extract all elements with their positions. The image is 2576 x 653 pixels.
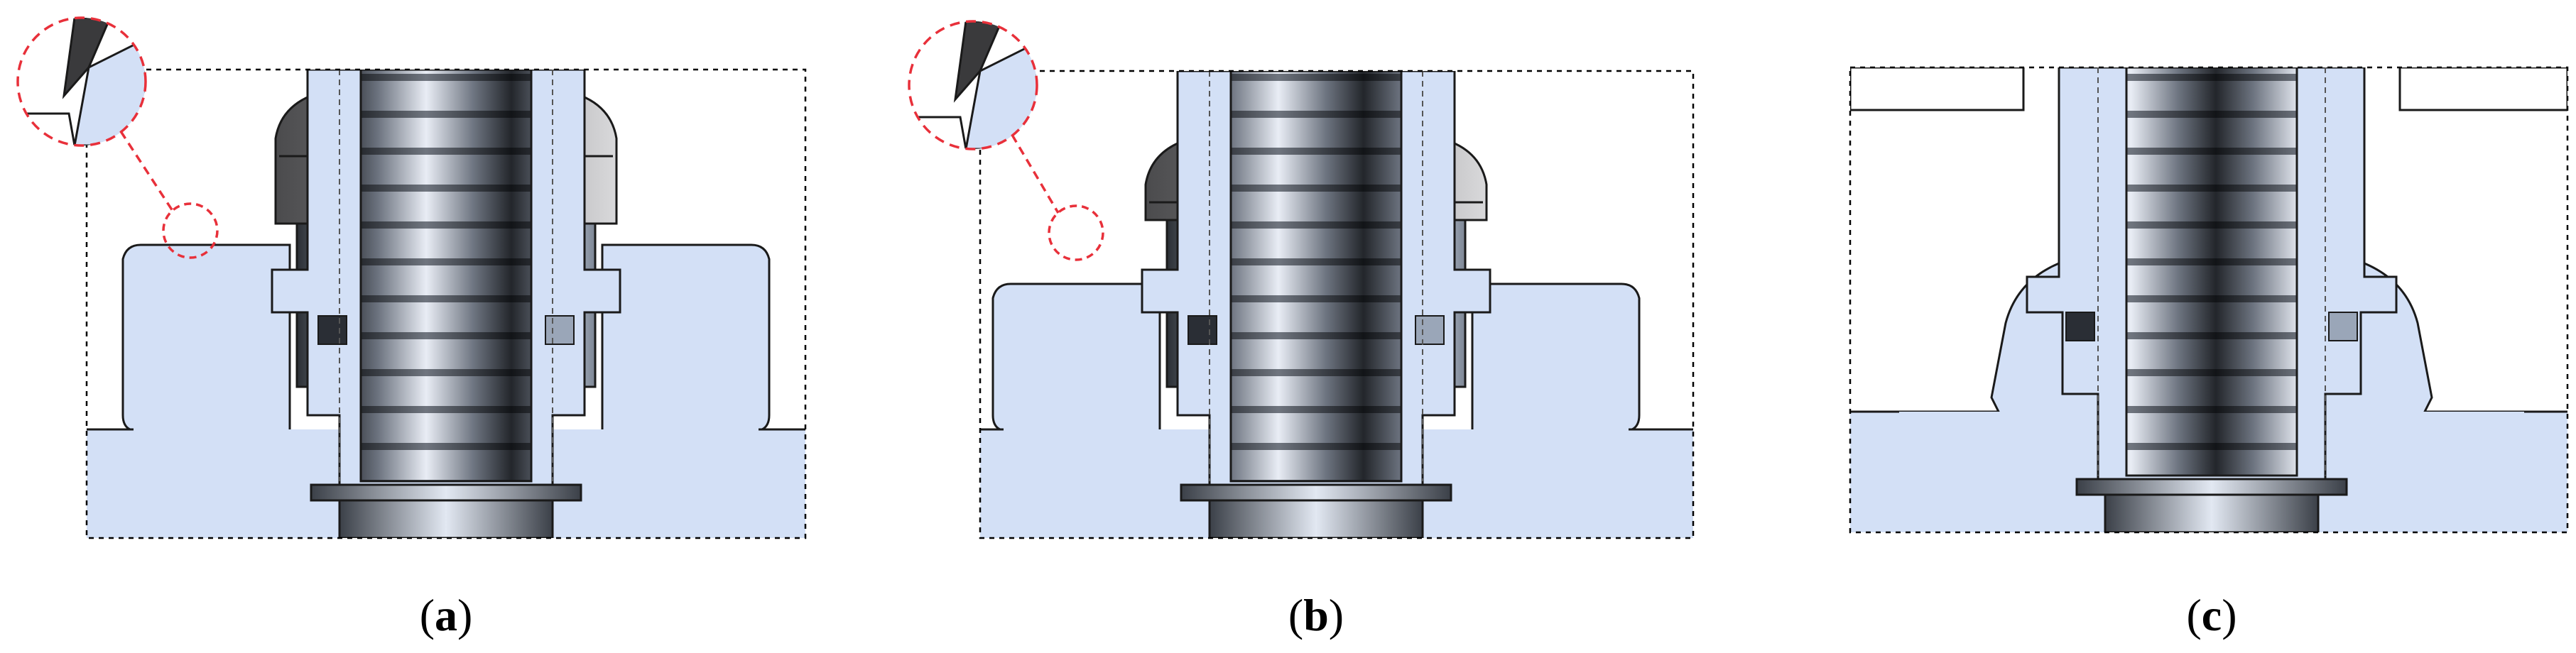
- detail-cap-edge: [62, 18, 112, 99]
- bottom-flange: [2075, 478, 2348, 496]
- frame-a: [85, 68, 807, 539]
- upper-block-right: [2398, 67, 2567, 111]
- cross-section-b: [980, 71, 1693, 538]
- detail-section: [73, 37, 146, 146]
- detail-zoom-circle: [16, 16, 147, 147]
- caption-c: (c): [2186, 590, 2237, 640]
- bottom-counterbore: [1208, 499, 1424, 538]
- panel-b: [908, 20, 1695, 539]
- threaded-bore: [359, 70, 533, 483]
- detail-zoom-b: [908, 20, 1038, 150]
- shoulder-left: [1188, 315, 1217, 345]
- shoulder-right: [545, 315, 575, 345]
- panel-c: [1849, 66, 2569, 534]
- detail-step: [18, 112, 76, 146]
- detail-marker-circle: [162, 202, 219, 259]
- panel-a: [16, 16, 807, 539]
- bottom-flange: [1180, 483, 1452, 502]
- bottom-counterbore: [338, 499, 554, 538]
- shoulder-left: [2065, 312, 2095, 341]
- frame-b: [979, 70, 1695, 539]
- threaded-bore: [1229, 71, 1403, 483]
- detail-zoom-a: [16, 16, 147, 147]
- detail-section: [964, 40, 1037, 149]
- detail-marker-circle: [1048, 204, 1104, 261]
- detail-cap-edge: [953, 21, 1004, 103]
- shoulder-right: [1415, 315, 1445, 345]
- frame-c: [1849, 66, 2569, 534]
- caption-a: (a): [420, 590, 473, 640]
- cross-section-c: [1850, 67, 2567, 532]
- cross-section-a: [87, 70, 805, 538]
- detail-step: [909, 116, 967, 149]
- caption-b: (b): [1288, 590, 1344, 640]
- detail-zoom-circle: [908, 20, 1038, 150]
- shoulder-right: [2328, 312, 2358, 341]
- detail-leader-line: [119, 131, 174, 212]
- bottom-counterbore: [2104, 493, 2320, 532]
- threaded-bore: [2125, 67, 2298, 477]
- upper-block-left: [1850, 67, 2025, 111]
- detail-leader-line: [1011, 134, 1060, 214]
- bottom-flange: [310, 483, 582, 502]
- shoulder-left: [317, 315, 347, 345]
